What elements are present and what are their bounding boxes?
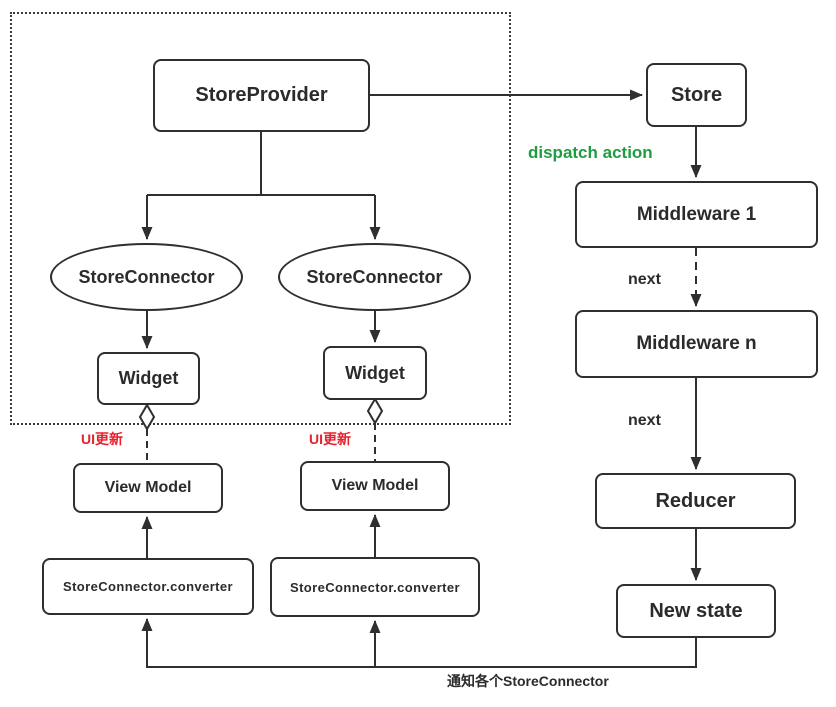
node-store: Store: [646, 63, 747, 127]
node-store-provider: StoreProvider: [153, 59, 370, 132]
node-store-connector-1: StoreConnector: [50, 243, 243, 311]
label-ui-update-2: UI更新: [309, 431, 351, 447]
node-new-state: New state: [616, 584, 776, 638]
widget-tree-dotted-frame: [10, 12, 511, 425]
node-store-connector-2: StoreConnector: [278, 243, 471, 311]
node-reducer: Reducer: [595, 473, 796, 529]
aggregation-diamond-1: [138, 403, 156, 431]
node-widget-1: Widget: [97, 352, 200, 405]
node-middleware-1: Middleware 1: [575, 181, 818, 248]
label-ui-update-1: UI更新: [81, 431, 123, 447]
label-next-2: next: [628, 412, 661, 429]
label-notify-connectors: 通知各个StoreConnector: [447, 673, 609, 689]
node-converter-2: StoreConnector.converter: [270, 557, 480, 617]
arrow-newstate-to-converter1: [141, 618, 697, 668]
label-dispatch-action: dispatch action: [528, 143, 653, 162]
label-next-1: next: [628, 271, 661, 288]
node-middleware-n: Middleware n: [575, 310, 818, 378]
node-widget-2: Widget: [323, 346, 427, 400]
node-converter-1: StoreConnector.converter: [42, 558, 254, 615]
node-view-model-2: View Model: [300, 461, 450, 511]
aggregation-diamond-2: [366, 397, 384, 425]
node-view-model-1: View Model: [73, 463, 223, 513]
